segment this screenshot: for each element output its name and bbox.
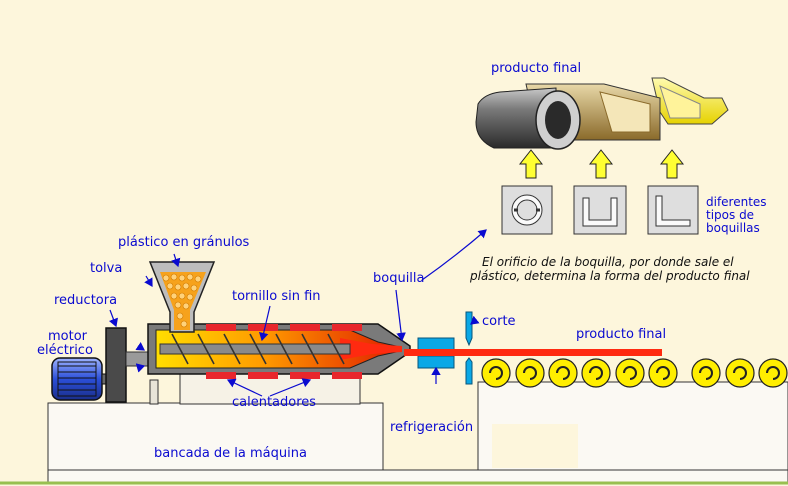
label-calentadores: calentadores [232,395,317,410]
label-tornillo: tornillo sin fin [232,289,321,304]
machine-bench [47,402,384,472]
label-refrigeracion: refrigeración [390,420,474,435]
extruded-product-bar [404,349,662,356]
label-corte: corte [482,314,516,329]
reductor [105,327,127,403]
round-die-icon [501,185,553,235]
label-diferentes: diferentes [706,195,767,209]
label-boquillas: boquillas [706,221,760,235]
heaters-bottom [206,372,362,379]
final-products-illustration [475,77,729,150]
note-line-2: plástico, determina la forma del product… [470,269,750,283]
barrel [147,323,411,375]
label-plastico-granulos: plástico en gránulos [118,235,250,250]
label-motor: motor [48,329,88,344]
bench-highlight [492,424,578,468]
label-boquilla: boquilla [373,271,425,286]
conveyor-rollers [481,358,788,388]
label-tipos-de: tipos de [706,208,755,222]
label-bancada: bancada de la máquina [154,446,307,461]
label-tolva: tolva [90,261,123,276]
reductor-pedestal [149,379,159,405]
hopper [148,261,216,333]
u-channel-die-icon [573,185,627,235]
heaters-top [206,324,362,331]
label-reductora: reductora [54,293,118,308]
note-line-1: El orificio de la boquilla, por donde sa… [482,255,734,269]
label-electrico: eléctrico [37,343,93,358]
cutter [465,311,473,385]
label-producto-final-right: producto final [576,327,667,342]
electric-motor [51,357,111,401]
upward-arrow-icon [518,149,685,179]
l-angle-die-icon [647,185,699,235]
label-producto-final-top: producto final [491,61,582,76]
floor-strip [47,469,788,483]
